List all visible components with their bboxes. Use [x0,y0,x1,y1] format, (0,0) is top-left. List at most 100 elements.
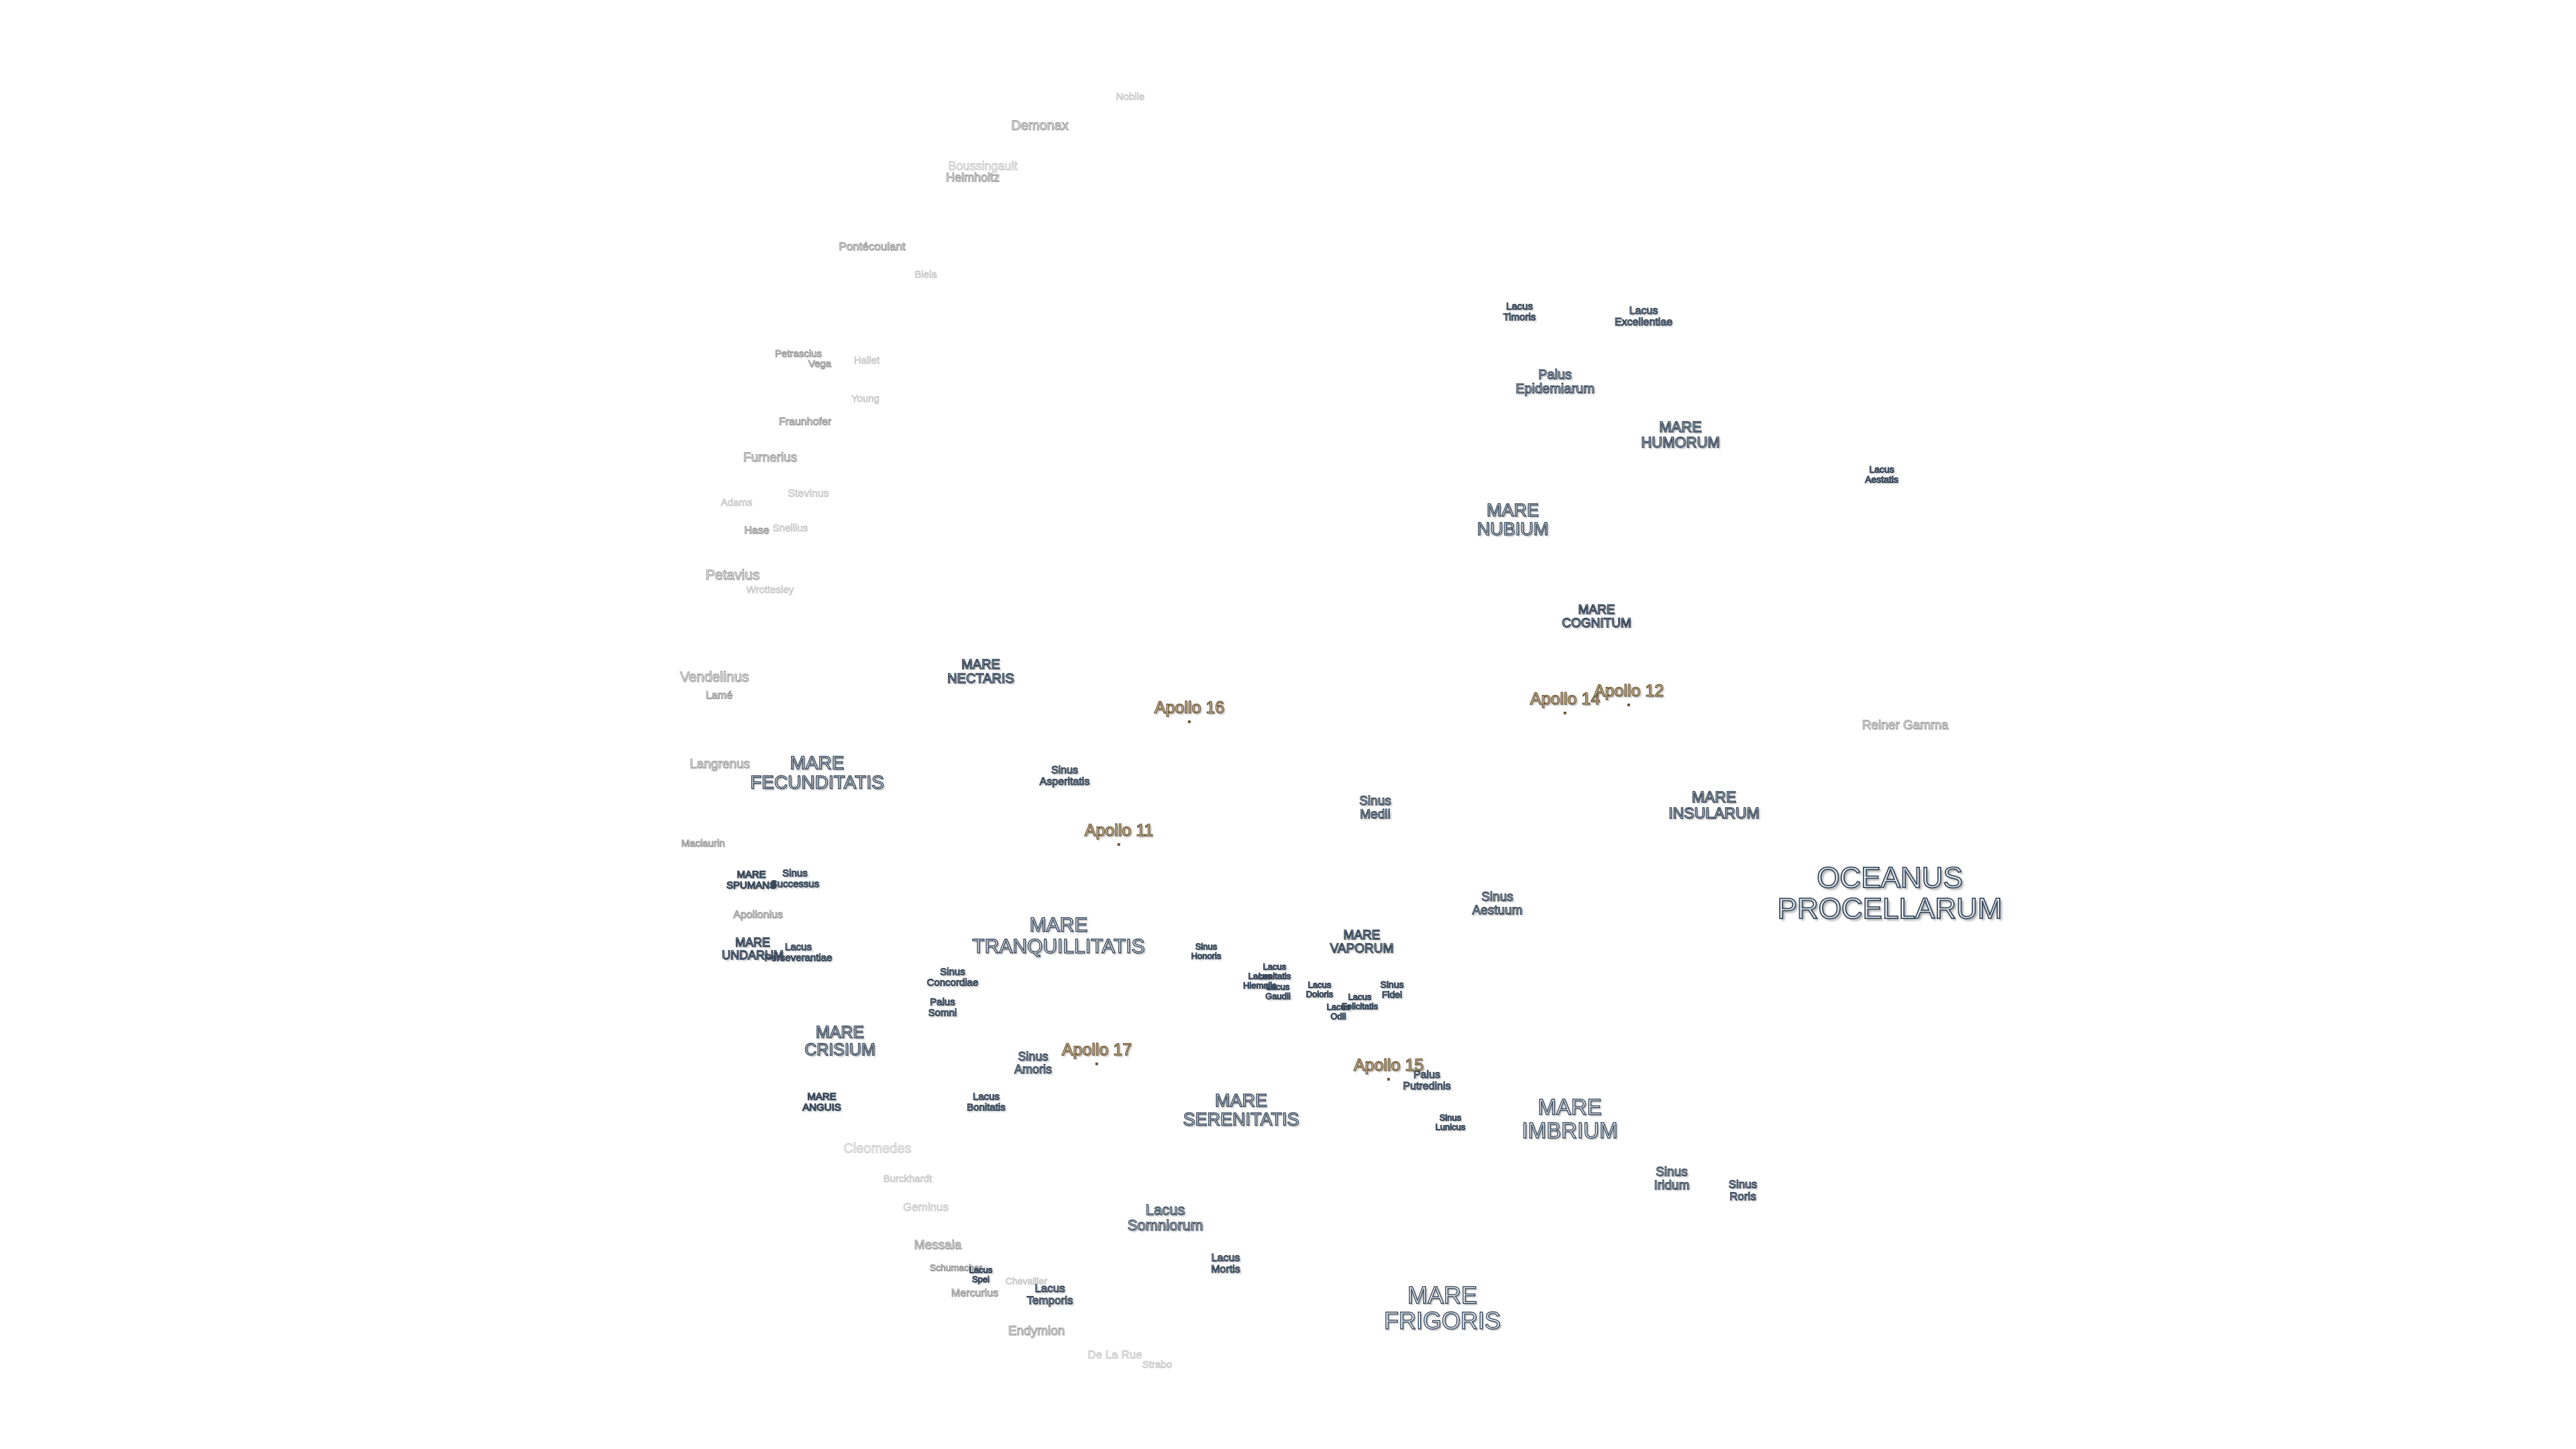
crater-label-stevinus: Stevinus [788,488,829,500]
lake-label-label-line: Felicitatis [1341,1001,1379,1011]
crater-label-reiner-gamma: Reiner Gamma [1862,718,1949,733]
lake-label-label-line: Lacus [1263,961,1287,972]
lake-label-label-line: Medii [1360,808,1391,822]
lake-label-label-line: Epidemiarum [1515,382,1595,396]
lake-label-label-line: Fidei [1381,989,1403,1000]
crater-label-de-la-rue: De La Rue [1087,1348,1142,1362]
mare-label-label-line: TRANQUILLITATIS [972,935,1146,957]
lake-label-label-line: Lacus [1248,971,1272,981]
mare-label-label-line: FRIGORIS [1383,1307,1501,1334]
crater-label-vendelinus: Vendelinus [680,669,749,685]
crater-label-nobile: Nobile [1116,91,1145,103]
lake-label-label-line: Sinus [1195,941,1218,952]
lake-label-label-line: Doloris [1305,989,1334,999]
mare-label-label-line: MARE [737,869,767,881]
crater-label-fraunhofer: Fraunhofer [778,416,832,428]
lake-label-label-line: Sinus [940,966,966,978]
lake-label-label-line: Lacus [1629,305,1658,317]
crater-label-schumacher: Schumacher [929,1262,983,1273]
lake-label-label-line: Lenitatis [1258,971,1291,981]
lake-label-label-line: Lunicus [1435,1122,1466,1132]
crater-label-boussingault: Boussingault [948,159,1018,173]
mare-label-label-line: MARE [1343,928,1381,943]
mare-label-label-line: UNDARUM [721,949,784,962]
lake-label-label-line: Lacus [1307,979,1332,990]
lake-label-label-line: Excellentiae [1614,317,1673,329]
lake-label-label-line: Palus [930,996,956,1008]
lake-label-label-line: Amoris [1014,1063,1053,1076]
lake-label-label-line: Odii [1330,1011,1346,1021]
lake-label-label-line: Honoris [1191,951,1222,961]
apollo-site-apollo-17: Apollo 17 [1061,1040,1132,1066]
lake-label-label-line: Lacus [1348,991,1372,1002]
mare-label-label-line: MARE [1578,603,1615,618]
apollo-site-apollo-11: Apollo 11 [1084,820,1154,847]
mare-label-label-line: CRISIUM [804,1040,876,1059]
lake-label-label-line: Aestuum [1472,904,1523,918]
mare-label-label-line: MARE [1214,1090,1267,1111]
crater-label-petavius: Petavius [705,567,760,583]
apollo-site-apollo-14: Apollo 14 [1529,689,1601,715]
lake-label-label-line: Sinus [1728,1178,1758,1191]
ocean-label-label-line: PROCELLARUM [1777,892,2003,925]
mare-label-label-line: MARE [1691,788,1737,806]
lake-label-label-line: Gaudii [1265,991,1291,1001]
lake-label-label-line: Successus [770,878,820,890]
lake-label-label-line: Lacus [784,941,812,953]
mare-label-label-line: IMBRIUM [1521,1118,1618,1142]
mare-label-label-line: MARE [735,936,770,950]
crater-label-langrenus: Langrenus [690,757,751,772]
lake-label-label-line: Somniorum [1127,1217,1203,1234]
crater-label-maclaurin: Maclaurin [681,838,725,850]
lake-label-label-line: Iridum [1654,1179,1690,1193]
mare-label-label-line: SERENITATIS [1183,1110,1299,1130]
lake-label-label-line: Palus [1538,368,1572,382]
crater-label-young: Young [851,393,880,405]
lake-label-label-line: Lacus [1869,464,1895,475]
crater-label-strabo: Strabo [1142,1359,1173,1371]
lake-label-label-line: Lacus [1266,981,1290,992]
lake-label-label-line: Asperitatis [1039,776,1090,788]
apollo-site-apollo-12: Apollo 12 [1593,681,1664,707]
mare-label-label-line: MARE [815,1022,865,1042]
lake-label-label-line: Roris [1729,1190,1757,1203]
crater-label-cleomedes: Cleomedes [843,1141,912,1157]
lake-label-label-line: Aestatis [1864,474,1898,484]
lake-label-label-line: Spei [971,1274,990,1284]
mare-label-label-line: MARE [1659,418,1703,435]
lake-label-label-line: Perseverantiae [764,952,833,963]
crater-label-biela: Biela [914,269,937,281]
